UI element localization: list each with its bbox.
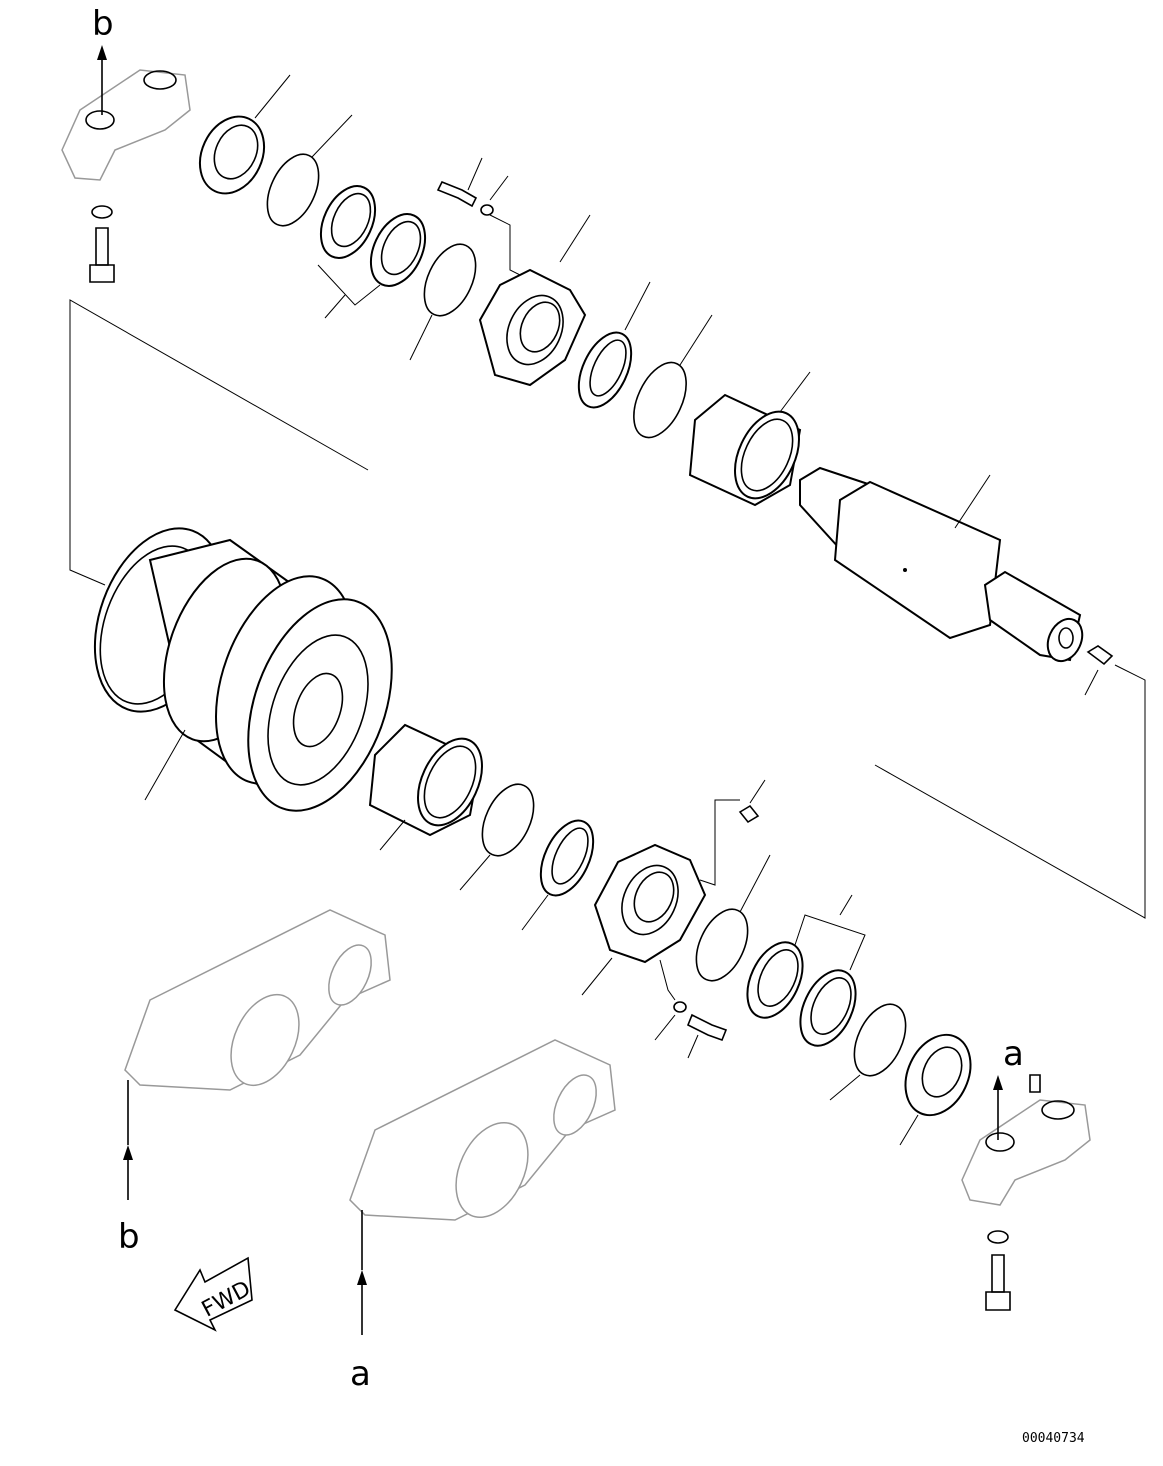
ref-a-bottom: a <box>350 1354 371 1394</box>
arrow-up-a-bottom <box>357 1210 367 1335</box>
plug-bottom <box>738 779 766 824</box>
bracket-bottom-right <box>961 1099 1091 1206</box>
seal-pair-bottom <box>746 894 866 1047</box>
ref-a-right: a <box>1003 1034 1024 1074</box>
drawing-number: 00040734 <box>1022 1431 1085 1446</box>
bracket-top-left <box>61 69 191 181</box>
track-roller <box>93 527 393 812</box>
fwd-arrow: FWD <box>173 1256 255 1332</box>
ref-b-bottom: b <box>118 1217 140 1257</box>
floating-seal-top <box>198 74 291 195</box>
seal-pair-top <box>317 185 427 319</box>
pin-bottom-right <box>1029 1074 1041 1093</box>
o-ring-top-3 <box>633 314 713 439</box>
arrow-up-a-right <box>993 1075 1003 1140</box>
o-ring-top-1 <box>266 114 353 227</box>
arrow-up-b-top <box>97 45 107 115</box>
collar-bottom <box>581 799 740 996</box>
fwd-label: FWD <box>198 1276 255 1322</box>
guide-line-left <box>69 299 369 586</box>
washer-bolt-top-left <box>89 205 115 283</box>
thrust-washer-bottom <box>521 819 595 931</box>
ref-b-top: b <box>92 4 114 44</box>
bushing-top <box>688 371 811 507</box>
plug-right <box>1084 645 1114 696</box>
collar-top <box>478 214 591 387</box>
frame-bottom-center <box>349 1039 616 1221</box>
arrow-up-b-bottom <box>123 1080 133 1200</box>
bolt-washer-bottom <box>654 959 728 1059</box>
o-ring-bottom-2 <box>695 854 771 982</box>
o-ring-bottom-3 <box>829 1003 907 1101</box>
frame-bottom-left <box>124 909 391 1091</box>
o-ring-bottom-1 <box>459 783 535 891</box>
bushing-bottom <box>368 723 483 851</box>
floating-seal-bottom <box>899 1033 972 1146</box>
roller-shaft <box>799 466 1084 663</box>
washer-bolt-bottom-right <box>985 1230 1011 1311</box>
guide-line-right <box>874 664 1146 919</box>
thrust-washer-top <box>577 281 651 409</box>
bolt-washer-top <box>436 157 531 281</box>
o-ring-top-2 <box>409 243 477 361</box>
